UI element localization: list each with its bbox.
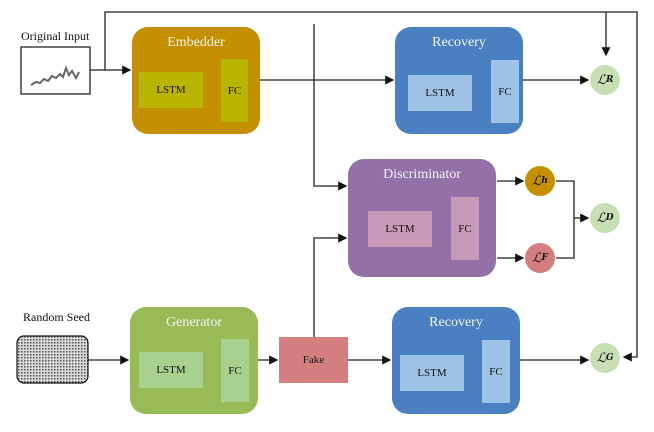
discriminator-block: Discriminator LSTM FC [348,159,496,277]
time-series-icon [30,65,80,86]
fake-box: Fake [279,337,348,383]
original-input-label: Original Input [21,29,90,43]
embedder-fc: FC [221,59,248,122]
recovery-top-fc: FC [491,60,519,123]
generator-title: Generator [166,315,222,330]
discriminator-lstm: LSTM [368,211,432,247]
recovery-top-title: Recovery [432,35,486,50]
arrow-fake-discriminator [313,233,348,338]
recovery-bottom-block: Recovery LSTM FC [392,307,520,414]
recovery-top-lstm: LSTM [408,75,472,111]
generator-block: Generator LSTM FC [130,307,258,414]
arrow-embedder-discriminator [313,24,348,191]
discriminator-title: Discriminator [383,167,461,182]
recovery-bottom-lstm: LSTM [400,355,464,391]
random-seed-label: Random Seed [23,310,90,324]
discriminator-fc: FC [451,197,479,260]
embedder-title: Embedder [167,35,225,50]
recovery-bottom-title: Recovery [429,315,483,330]
random-seed-box [16,335,89,384]
embedder-lstm: LSTM [139,72,203,108]
original-input-box [20,46,91,95]
arrow-input-to-lg [606,11,638,362]
embedder-block: Embedder LSTM FC [132,27,260,134]
recovery-top-block: Recovery LSTM FC [395,27,523,134]
recovery-bottom-fc: FC [482,340,510,403]
generator-fc: FC [221,339,249,402]
generator-lstm: LSTM [139,352,203,388]
arrow-input-to-lr [104,11,611,70]
